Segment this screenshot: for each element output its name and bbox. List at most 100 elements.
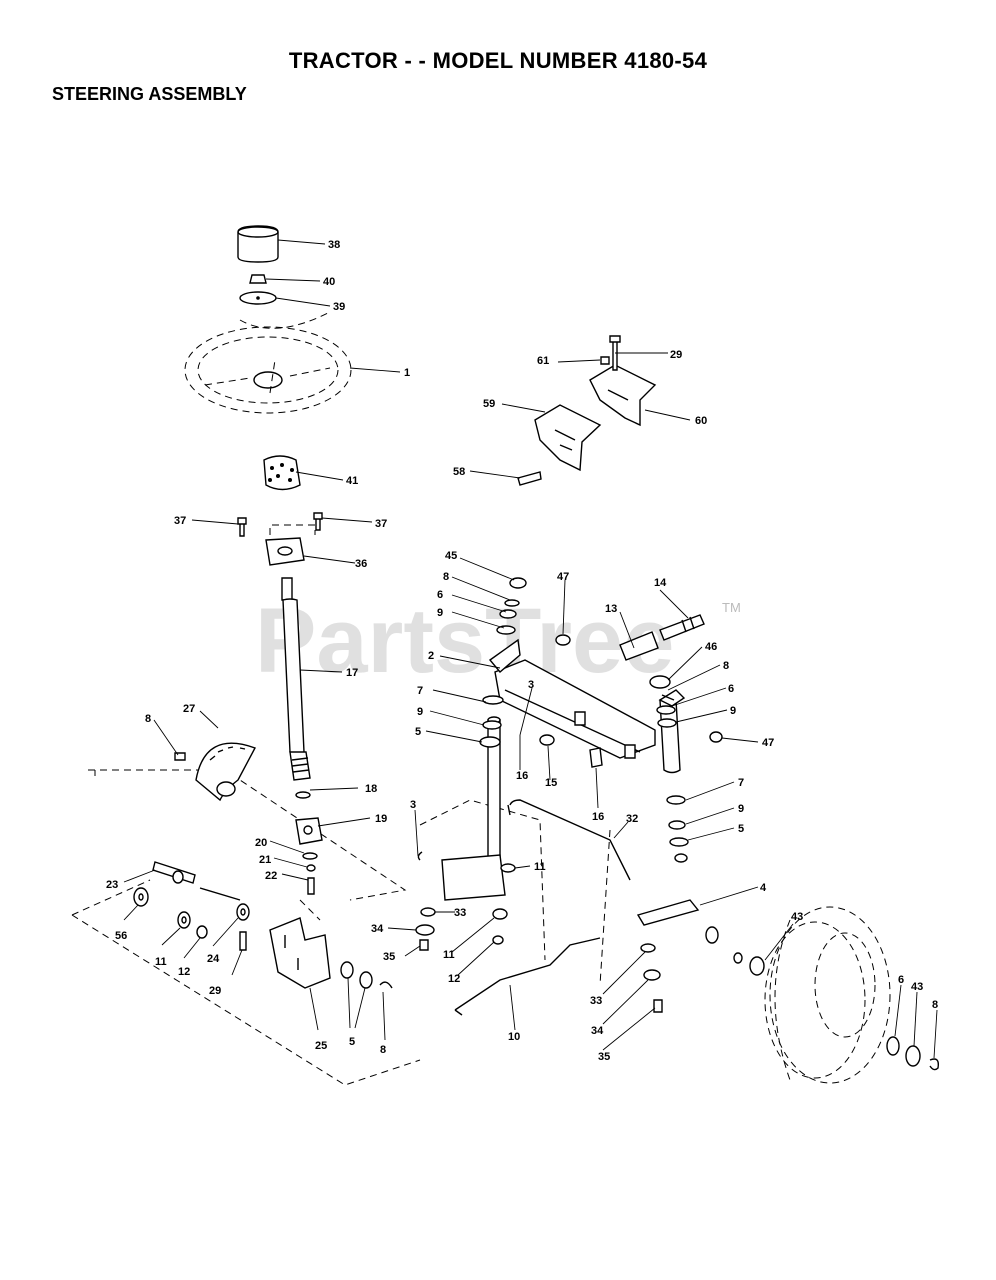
callout-label: 2 [428, 650, 434, 662]
callout-label: 35 [598, 1051, 610, 1063]
callout-label: 16 [592, 811, 604, 823]
bolt-8-left [174, 752, 186, 761]
callout-label: 25 [315, 1040, 327, 1052]
callout-label: 41 [346, 475, 358, 487]
callout-label: 18 [365, 783, 377, 795]
callout-label: 29 [209, 985, 221, 997]
callout-label: 13 [605, 603, 617, 615]
callout-label: 8 [723, 660, 729, 672]
callout-label: 40 [323, 276, 335, 288]
callout-label: 45 [445, 550, 457, 562]
bolt-58 [517, 471, 542, 486]
callout-label: 39 [333, 301, 345, 313]
callout-label: 32 [626, 813, 638, 825]
callout-label: 8 [443, 571, 449, 583]
callout-label: 12 [178, 966, 190, 978]
callout-label: 60 [695, 415, 707, 427]
callout-label: 11 [534, 861, 546, 873]
callout-label: 47 [557, 571, 569, 583]
front-axle [479, 577, 723, 863]
watermark-text: PartsTree [255, 590, 674, 692]
callout-label: 9 [437, 607, 443, 619]
callout-label: 9 [738, 803, 744, 815]
steering-support-plate [269, 917, 331, 989]
mount-brackets [517, 335, 657, 486]
callout-label: 5 [738, 823, 744, 835]
callout-label: 20 [255, 837, 267, 849]
callout-label: 5 [415, 726, 421, 738]
callout-label: 37 [375, 518, 387, 530]
pivot-bolt [619, 614, 705, 661]
steering-wheel [184, 326, 352, 414]
callout-label: 56 [115, 930, 127, 942]
callout-label: 3 [528, 679, 534, 691]
callout-label: 46 [705, 641, 717, 653]
sector-gear [174, 742, 256, 802]
callout-label: 11 [443, 949, 455, 961]
callout-label: 24 [207, 953, 220, 965]
callout-label: 12 [448, 973, 460, 985]
callout-label: 5 [349, 1036, 355, 1048]
watermark-tm: TM [722, 600, 741, 615]
callout-label: 43 [911, 981, 923, 993]
left-support-parts [133, 861, 393, 989]
callout-label: 61 [537, 355, 549, 367]
callout-label: 33 [590, 995, 602, 1007]
callout-label: 35 [383, 951, 395, 963]
callout-label: 7 [417, 685, 423, 697]
callout-label: 8 [932, 999, 938, 1011]
bracket-59 [534, 404, 602, 472]
callout-label: 43 [791, 911, 803, 923]
assembly-subtitle: STEERING ASSEMBLY [52, 84, 247, 104]
steering-arm [636, 899, 765, 1013]
callout-label: 16 [516, 770, 528, 782]
callout-label: 47 [762, 737, 774, 749]
steering-adapter [263, 455, 301, 491]
callout-label: 34 [591, 1025, 604, 1037]
nut-40 [249, 274, 267, 284]
callout-label: 22 [265, 870, 277, 882]
leader-lines [123, 239, 938, 1059]
callout-label: 59 [483, 398, 495, 410]
callout-label: 58 [453, 466, 465, 478]
callout-label: 6 [437, 589, 443, 601]
callout-label: 3 [410, 799, 416, 811]
callout-label: 19 [375, 813, 387, 825]
callout-label: 10 [508, 1031, 520, 1043]
steering-cap-group [237, 225, 279, 305]
callout-label: 23 [106, 879, 118, 891]
callout-label: 8 [145, 713, 151, 725]
page-title: TRACTOR - - MODEL NUMBER 4180-54 [288, 48, 708, 73]
callout-label: 9 [730, 705, 736, 717]
callout-label: 33 [454, 907, 466, 919]
steering-links [454, 799, 631, 1016]
bolts-37 [237, 512, 323, 537]
callout-label: 34 [371, 923, 384, 935]
steering-shaft [281, 577, 311, 781]
center-hardware [415, 851, 516, 951]
callout-label: 27 [183, 703, 195, 715]
pinion-parts [295, 791, 323, 895]
callout-label: 36 [355, 558, 367, 570]
bracket-60 [589, 364, 657, 427]
callout-label: 17 [346, 667, 358, 679]
callout-label: 37 [174, 515, 186, 527]
callout-label: 4 [760, 882, 767, 894]
callout-label: 1 [404, 367, 410, 379]
callout-label: 9 [417, 706, 423, 718]
front-wheel [764, 906, 940, 1084]
callout-label: 8 [380, 1044, 386, 1056]
callout-label: 15 [545, 777, 557, 789]
column-bracket [265, 537, 305, 566]
nut-61 [600, 356, 610, 365]
steering-cap [237, 225, 279, 263]
callout-label: 7 [738, 777, 744, 789]
callout-label: 29 [670, 349, 682, 361]
callout-label: 6 [728, 683, 734, 695]
callout-label: 11 [155, 956, 167, 968]
callout-label: 21 [259, 854, 271, 866]
callout-label: 38 [328, 239, 340, 251]
callout-label: 14 [654, 577, 667, 589]
